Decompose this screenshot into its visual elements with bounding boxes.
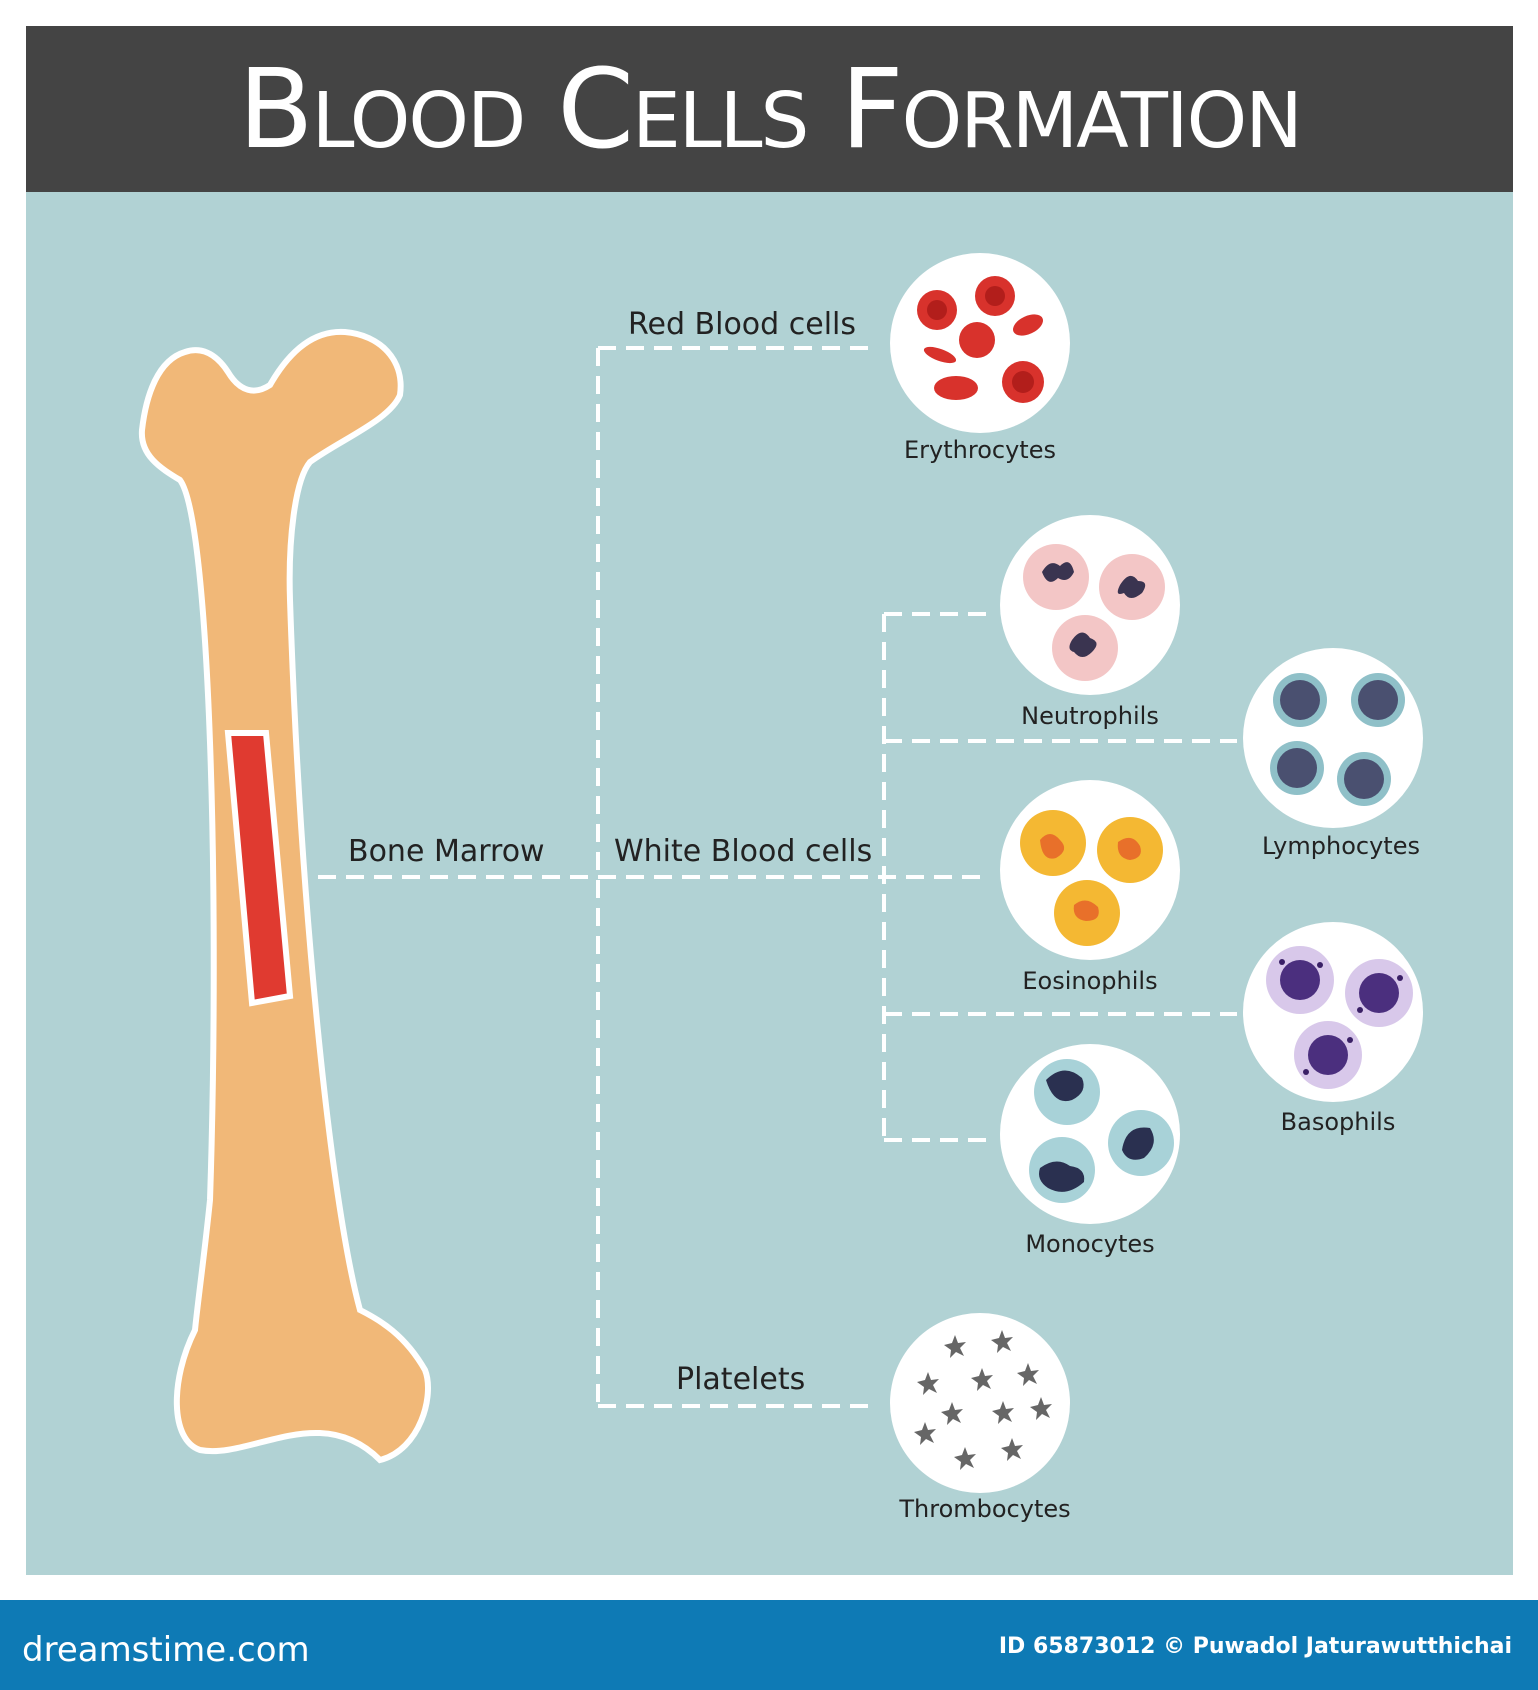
red-blood-cells-label: Red Blood cells: [628, 307, 856, 342]
footer-bar: dreamstime.com ID 65873012 © Puwadol Jat…: [0, 1600, 1538, 1690]
erythrocytes-icon: [890, 253, 1070, 433]
eosinophils-icon: [1000, 780, 1180, 960]
femur-bone: [138, 328, 431, 1464]
bone-marrow-region: [224, 730, 294, 1007]
thrombocytes-label: Thrombocytes: [898, 1495, 1070, 1523]
monocytes-icon: [1000, 1044, 1180, 1224]
erythrocytes-label: Erythrocytes: [904, 436, 1056, 464]
neutrophils-icon: [1000, 515, 1180, 695]
lymphocytes-icon: [1243, 648, 1423, 828]
connector-lines: [318, 346, 1237, 1408]
basophils-icon: [1243, 922, 1423, 1102]
page-title: Blood Cells Formation: [238, 45, 1303, 173]
footer-credit: ID 65873012 © Puwadol Jaturawutthichai: [998, 1634, 1512, 1659]
bone-marrow-label: Bone Marrow: [348, 834, 545, 869]
thrombocytes-icon: [890, 1313, 1070, 1493]
lymphocytes-label: Lymphocytes: [1262, 832, 1420, 860]
eosinophils-label: Eosinophils: [1022, 967, 1157, 995]
white-blood-cells-label: White Blood cells: [614, 834, 872, 869]
title-bar: Blood Cells Formation: [26, 26, 1513, 192]
neutrophils-label: Neutrophils: [1021, 702, 1159, 730]
footer-brand[interactable]: dreamstime.com: [22, 1630, 310, 1670]
basophils-label: Basophils: [1281, 1108, 1396, 1136]
blood-cells-diagram: Bone Marrow Red Blood cells White Blood …: [138, 253, 1423, 1523]
monocytes-label: Monocytes: [1025, 1230, 1154, 1258]
platelets-label: Platelets: [676, 1362, 805, 1397]
